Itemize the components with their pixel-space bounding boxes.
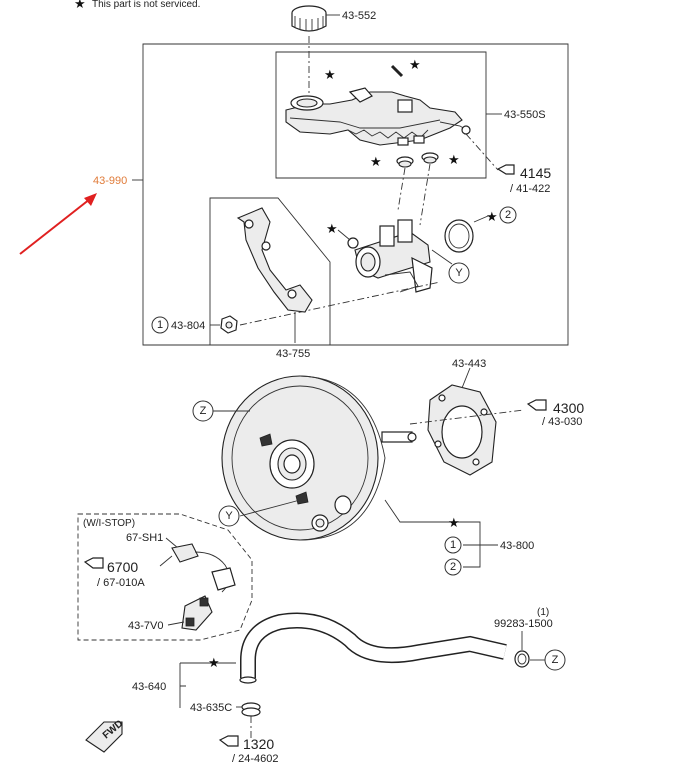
star-booster-icon: ★: [448, 516, 460, 531]
label-43-640: 43-640: [132, 681, 166, 693]
star-o-ring-icon: ★: [486, 210, 498, 225]
ref-6700[interactable]: 6700 / 67-010A: [83, 557, 145, 589]
svg-text:Z: Z: [552, 654, 559, 666]
ref-4145-sub: / 41-422: [510, 183, 550, 195]
star-master-cylinder-icon: ★: [326, 222, 338, 237]
reservoir-frame: [275, 51, 487, 179]
svg-text:Z: Z: [200, 405, 207, 417]
reservoir-cap[interactable]: [291, 5, 327, 32]
ref-4145[interactable]: 4145 / 41-422: [496, 164, 551, 195]
callout-1-booster[interactable]: 1: [444, 536, 462, 554]
bracket-frame: [209, 197, 331, 346]
reservoir-pin[interactable]: [390, 64, 404, 78]
label-67-sh1: 67-SH1: [126, 532, 163, 544]
svg-text:2: 2: [450, 561, 456, 573]
legend-star-icon: ★: [74, 0, 86, 12]
label-99283-1500: 99283-1500: [494, 618, 553, 630]
callout-y-upper[interactable]: Y: [448, 262, 470, 284]
label-wistop: (W/I-STOP): [83, 518, 135, 529]
ref-1320-sub: / 24-4602: [232, 753, 278, 763]
callout-2-booster[interactable]: 2: [444, 558, 462, 576]
callout-1-nut[interactable]: 1: [151, 316, 169, 334]
ref-6700-number: 6700: [107, 559, 138, 575]
label-43-990[interactable]: 43-990: [93, 175, 127, 187]
svg-text:Y: Y: [455, 267, 463, 279]
label-43-443: 43-443: [452, 358, 486, 370]
sensor-67-sh1[interactable]: [171, 543, 236, 593]
ref-4145-number: 4145: [520, 165, 551, 181]
bracket-43-755[interactable]: [236, 207, 313, 313]
callout-y-booster[interactable]: Y: [218, 505, 240, 527]
label-43-552: 43-552: [342, 10, 376, 22]
star-pin-icon: ★: [409, 58, 421, 73]
svg-text:2: 2: [505, 209, 511, 221]
clamp-43-635c[interactable]: [241, 702, 261, 717]
callout-z-booster[interactable]: Z: [192, 400, 214, 422]
label-43-755: 43-755: [276, 348, 310, 360]
grommet-left[interactable]: [396, 156, 414, 168]
brake-fluid-reservoir[interactable]: [285, 87, 471, 146]
o-ring[interactable]: [444, 219, 474, 253]
callout-2-o-ring[interactable]: 2: [499, 206, 517, 224]
svg-text:1: 1: [157, 319, 163, 331]
master-cylinder[interactable]: [347, 219, 433, 293]
grommet-right[interactable]: [421, 152, 439, 164]
legend-note: This part is not serviced.: [92, 0, 200, 10]
red-pointer-arrow: [19, 193, 97, 255]
star-hose-icon: ★: [208, 656, 220, 671]
star-grommet-left-icon: ★: [370, 155, 382, 170]
label-43-7v0: 43-7V0: [128, 620, 163, 632]
fwd-arrow-icon: FWD: [85, 718, 125, 753]
vacuum-hose-43-640[interactable]: [239, 612, 507, 684]
ref-4300-sub: / 43-030: [542, 416, 582, 428]
label-43-635c: 43-635C: [190, 702, 232, 714]
ref-4300[interactable]: 4300 / 43-030: [526, 399, 584, 428]
sensor-43-7v0[interactable]: [181, 595, 213, 631]
nut-43-804[interactable]: [220, 315, 238, 334]
brake-booster[interactable]: [221, 375, 417, 541]
star-reservoir-icon: ★: [324, 68, 336, 83]
label-43-804: 43-804: [171, 320, 205, 332]
assembly-frame: [142, 43, 569, 346]
ref-6700-sub: / 67-010A: [97, 577, 145, 589]
ref-4300-number: 4300: [553, 400, 584, 416]
svg-text:Y: Y: [225, 510, 233, 522]
gasket-43-443[interactable]: [427, 384, 497, 476]
ref-1320[interactable]: 1320 / 24-4602: [218, 735, 278, 763]
callout-z-clamp[interactable]: Z: [544, 649, 566, 671]
wistop-region: [77, 513, 253, 641]
svg-text:1: 1: [450, 539, 456, 551]
star-grommet-right-icon: ★: [448, 153, 460, 168]
label-43-550s: 43-550S: [504, 109, 546, 121]
ref-1320-number: 1320: [243, 736, 274, 752]
clamp-99283-1500[interactable]: [514, 650, 530, 668]
label-99283-qty: (1): [537, 607, 549, 618]
label-43-800: 43-800: [500, 540, 534, 552]
